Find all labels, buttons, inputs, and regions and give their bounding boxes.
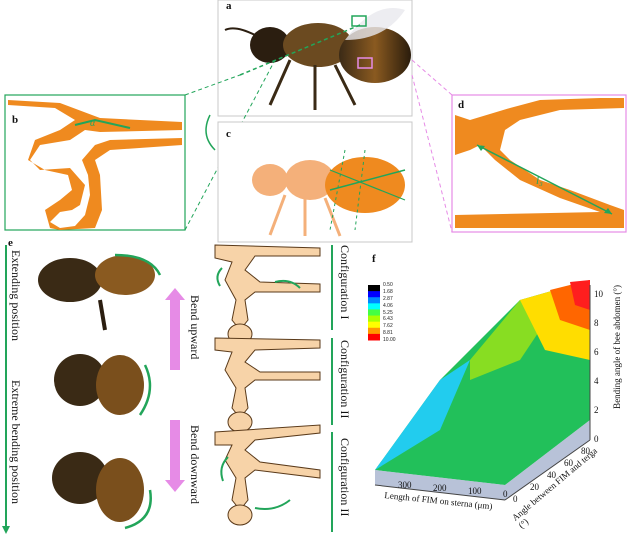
colorbar-swatch: [368, 303, 380, 310]
colorbar-swatch: [368, 285, 380, 292]
colorbar-swatch: [368, 322, 380, 329]
angle-alpha-label: α: [90, 118, 95, 129]
panel-e-bee-photos: [2, 245, 160, 534]
z-tick-label: 6: [594, 347, 599, 357]
colorbar-swatch: [368, 316, 380, 323]
configuration-1-label: Configuration I: [337, 245, 352, 319]
colorbar-tick-label: 2.87: [383, 296, 393, 302]
configuration-2-label: Configuration II: [337, 340, 352, 418]
colorbar-swatch: [368, 309, 380, 316]
x-tick-label: 0: [503, 489, 508, 499]
colorbar-tick-label: 1.68: [383, 289, 393, 295]
panel-a-bee-photo: [218, 0, 412, 116]
panel-b-diagram: [5, 95, 185, 230]
z-axis-label: Bending angle of bee abdomen (°): [612, 285, 622, 409]
panel-label-a: a: [226, 0, 232, 12]
panel-label-c: c: [226, 128, 231, 140]
y-tick-label: 80: [581, 446, 590, 456]
z-tick-label: 2: [594, 405, 599, 415]
configuration-schematics: [215, 245, 320, 525]
extreme-bending-label: Extreme bending position: [8, 380, 23, 504]
connector-d: [412, 60, 452, 95]
colorbar-swatch: [368, 291, 380, 298]
panel-label-d: d: [458, 99, 464, 111]
colorbar-tick-label: 7.62: [383, 323, 393, 329]
panel-f-surface: [375, 280, 590, 500]
extending-position-label: Extending position: [8, 250, 23, 341]
panel-c-diagram: [218, 122, 412, 242]
colorbar-tick-label: 0.50: [383, 282, 393, 288]
z-tick-label: 10: [594, 289, 603, 299]
configuration-3-label: Configuration II: [337, 438, 352, 516]
colorbar-tick-label: 5.25: [383, 310, 393, 316]
bend-upward-label: Bend upward: [187, 295, 202, 359]
z-tick-label: 8: [594, 318, 599, 328]
z-tick-label: 0: [594, 434, 599, 444]
panel-d-diagram: [452, 95, 626, 232]
panel-label-b: b: [12, 114, 18, 126]
colorbar-tick-label: 10.00: [383, 337, 396, 343]
colorbar: [368, 285, 380, 341]
connector-d2: [412, 75, 452, 232]
colorbar-tick-label: 8.81: [383, 330, 393, 336]
panel-label-f: f: [372, 253, 376, 265]
x-tick-label: 200: [433, 483, 447, 493]
z-tick-label: 4: [594, 376, 599, 386]
colorbar-swatch: [368, 334, 380, 341]
y-tick-label: 60: [564, 458, 573, 468]
y-tick-label: 0: [513, 494, 518, 504]
colorbar-swatch: [368, 328, 380, 335]
arrow-a-to-c: [206, 115, 215, 150]
panel-label-e: e: [8, 237, 13, 249]
x-tick-label: 100: [468, 486, 482, 496]
bend-downward-label: Bend downward: [187, 425, 202, 504]
colorbar-tick-label: 6.43: [383, 316, 393, 322]
y-tick-label: 40: [547, 470, 556, 480]
y-tick-label: 20: [530, 482, 539, 492]
colorbar-swatch: [368, 297, 380, 304]
x-tick-label: 300: [398, 480, 412, 490]
length-l3-label: l₃: [536, 175, 543, 187]
colorbar-tick-label: 4.06: [383, 303, 393, 309]
